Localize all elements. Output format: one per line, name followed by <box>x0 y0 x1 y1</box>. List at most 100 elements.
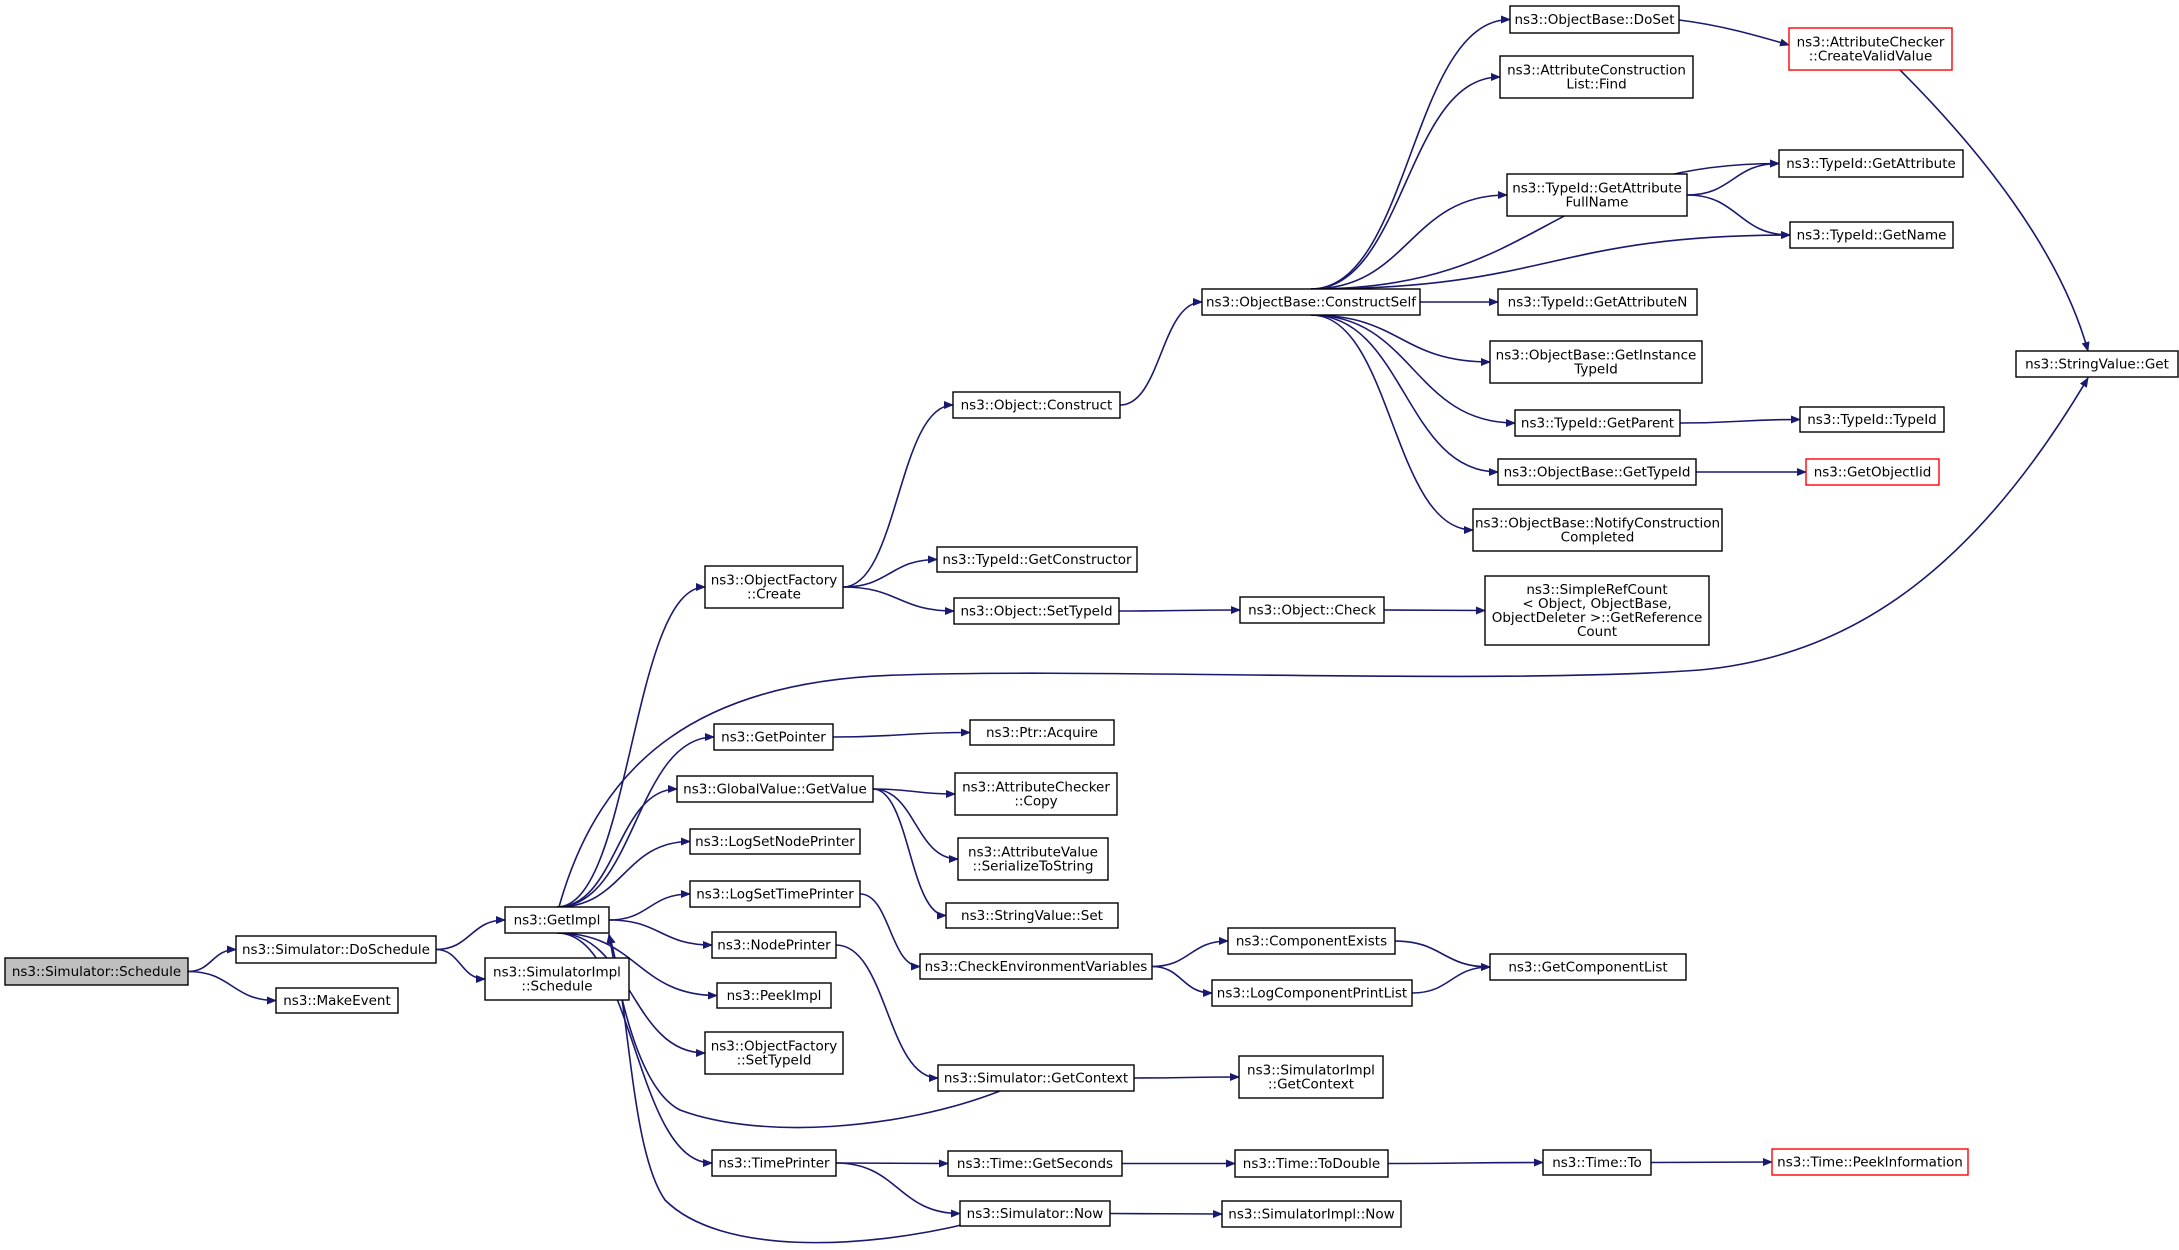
node-peekimpl[interactable]: ns3::PeekImpl <box>716 982 832 1009</box>
node-box <box>1227 927 1396 955</box>
node-obdoset[interactable]: ns3::ObjectBase::DoSet <box>1509 5 1680 34</box>
edge-getimpl-to-gvgetvalue <box>556 785 678 908</box>
edges-layer <box>187 15 2090 1244</box>
node-simnow[interactable]: ns3::Simulator::Now <box>959 1200 1111 1227</box>
edge-path <box>607 934 971 1244</box>
node-simimplschedule[interactable]: ns3::SimulatorImpl::Schedule <box>484 957 630 1001</box>
node-label: ns3::Time::ToDouble <box>1243 1156 1380 1172</box>
node-simimplgetcontext[interactable]: ns3::SimulatorImpl::GetContext <box>1238 1055 1384 1099</box>
node-label: ns3::PeekImpl <box>727 988 822 1004</box>
node-label: ns3::TypeId::GetAttribute <box>1786 156 1956 172</box>
node-getobjectiid[interactable]: ns3::GetObjectIid <box>1805 458 1940 486</box>
node-gvgetvalue[interactable]: ns3::GlobalValue::GetValue <box>676 775 874 803</box>
node-logsetnodeprinter[interactable]: ns3::LogSetNodePrinter <box>689 828 861 855</box>
node-getimpl[interactable]: ns3::GetImpl <box>504 906 610 934</box>
node-svset[interactable]: ns3::StringValue::Set <box>945 902 1119 929</box>
node-timetodouble[interactable]: ns3::Time::ToDouble <box>1234 1149 1389 1178</box>
node-timegetseconds[interactable]: ns3::Time::GetSeconds <box>947 1150 1123 1177</box>
node-simgetcontext[interactable]: ns3::Simulator::GetContext <box>937 1064 1135 1092</box>
node-label: ns3::ObjectBase::DoSet <box>1514 12 1674 28</box>
node-simimplnow[interactable]: ns3::SimulatorImpl::Now <box>1221 1200 1402 1228</box>
node-obgettypeid[interactable]: ns3::ObjectBase::GetTypeId <box>1497 458 1697 486</box>
edge-path <box>435 948 486 983</box>
node-box <box>676 775 874 803</box>
edge-path <box>606 933 1001 1129</box>
node-label: ns3::AttributeChecker <box>1797 35 1945 51</box>
node-box <box>1472 508 1723 552</box>
node-label: ns3::Time::GetSeconds <box>957 1156 1113 1172</box>
node-ptracquire[interactable]: ns3::Ptr::Acquire <box>969 719 1115 746</box>
node-obnotify[interactable]: ns3::ObjectBase::NotifyConstructionCompl… <box>1472 508 1723 552</box>
edge-path <box>556 583 706 908</box>
node-box <box>1799 406 1945 433</box>
node-compexists[interactable]: ns3::ComponentExists <box>1227 927 1396 955</box>
edge-objcheck-to-simplerefcount <box>1383 606 1486 615</box>
node-logcompprintlist[interactable]: ns3::LogComponentPrintList <box>1211 979 1413 1007</box>
node-label: ns3::ObjectFactory <box>711 1039 838 1055</box>
edge-path <box>1310 314 1499 476</box>
edge-obdoset-to-accreatevalid <box>1678 19 1790 47</box>
edge-path <box>842 555 938 588</box>
node-svget[interactable]: ns3::StringValue::Get <box>2015 350 2179 378</box>
node-schedule: ns3::Simulator::Schedule <box>4 957 189 986</box>
edge-path <box>1118 606 1241 615</box>
edge-schedule-to-doschedule <box>187 945 237 973</box>
edge-getimpl-to-ofsettypeid <box>556 932 706 1057</box>
node-accreatevalid[interactable]: ns3::AttributeChecker::CreateValidValue <box>1788 27 1953 71</box>
node-box <box>1789 221 1954 249</box>
node-box <box>689 828 861 855</box>
node-nodeprinter[interactable]: ns3::NodePrinter <box>711 931 837 959</box>
node-label: ns3::SimpleRefCount <box>1526 582 1667 598</box>
node-timeprinter[interactable]: ns3::TimePrinter <box>711 1149 837 1177</box>
node-obconstructself[interactable]: ns3::ObjectBase::ConstructSelf <box>1201 288 1421 316</box>
node-ofsettypeid[interactable]: ns3::ObjectFactory::SetTypeId <box>704 1031 844 1075</box>
node-box <box>484 957 630 1001</box>
node-tidgetconstructor[interactable]: ns3::TypeId::GetConstructor <box>936 546 1138 573</box>
edge-path <box>556 932 718 1000</box>
edge-path <box>435 916 506 951</box>
node-doschedule[interactable]: ns3::Simulator::DoSchedule <box>235 935 437 964</box>
edge-objfactcreate-to-objsettypeid <box>842 586 955 615</box>
edge-path <box>556 932 706 1057</box>
edge-path <box>1650 1158 1773 1167</box>
node-getcomplist[interactable]: ns3::GetComponentList <box>1489 953 1687 981</box>
edge-path <box>1119 298 1203 406</box>
node-label: ns3::ComponentExists <box>1236 934 1387 950</box>
node-label: ns3::GetObjectIid <box>1814 465 1932 481</box>
node-simplerefcount[interactable]: ns3::SimpleRefCount< Object, ObjectBase,… <box>1484 575 1710 646</box>
node-tidgetparent[interactable]: ns3::TypeId::GetParent <box>1514 409 1681 437</box>
node-objfactcreate[interactable]: ns3::ObjectFactory::Create <box>704 565 844 609</box>
edge-path <box>556 932 713 1167</box>
edge-path <box>835 1159 949 1168</box>
node-getpointer[interactable]: ns3::GetPointer <box>713 723 834 751</box>
node-logsettimeprinter[interactable]: ns3::LogSetTimePrinter <box>689 880 861 908</box>
node-avserialize[interactable]: ns3::AttributeValue::SerializeToString <box>957 837 1109 881</box>
node-box <box>689 880 861 908</box>
node-tidgetattributen[interactable]: ns3::TypeId::GetAttributeN <box>1497 288 1698 316</box>
node-timepeekinfo[interactable]: ns3::Time::PeekInformation <box>1771 1148 1969 1176</box>
node-box <box>954 772 1118 816</box>
node-label: ns3::TypeId::GetParent <box>1521 416 1674 432</box>
node-objcheck[interactable]: ns3::Object::Check <box>1239 596 1385 624</box>
node-checkenv[interactable]: ns3::CheckEnvironmentVariables <box>919 953 1153 980</box>
edge-path <box>1151 937 1229 968</box>
node-acheckcopy[interactable]: ns3::AttributeChecker::Copy <box>954 772 1118 816</box>
node-timeto[interactable]: ns3::Time::To <box>1542 1149 1652 1176</box>
node-tidgetname[interactable]: ns3::TypeId::GetName <box>1789 221 1954 249</box>
node-box <box>969 719 1115 746</box>
edge-checkenv-to-logcompprintlist <box>1151 965 1213 997</box>
edge-doschedule-to-simimplschedule <box>435 948 486 983</box>
edge-getpointer-to-ptracquire <box>832 728 971 738</box>
node-objconstruct[interactable]: ns3::Object::Construct <box>952 391 1121 419</box>
edge-path <box>1686 159 1780 196</box>
node-tidgetattribute[interactable]: ns3::TypeId::GetAttribute <box>1778 149 1964 178</box>
node-objsettypeid[interactable]: ns3::Object::SetTypeId <box>953 597 1120 625</box>
edge-path <box>187 970 277 1005</box>
edge-timeto-to-timepeekinfo <box>1650 1158 1773 1167</box>
node-label: ns3::LogComponentPrintList <box>1217 986 1407 1002</box>
node-tidtypeid[interactable]: ns3::TypeId::TypeId <box>1799 406 1945 433</box>
node-makeevent[interactable]: ns3::MakeEvent <box>275 987 399 1014</box>
